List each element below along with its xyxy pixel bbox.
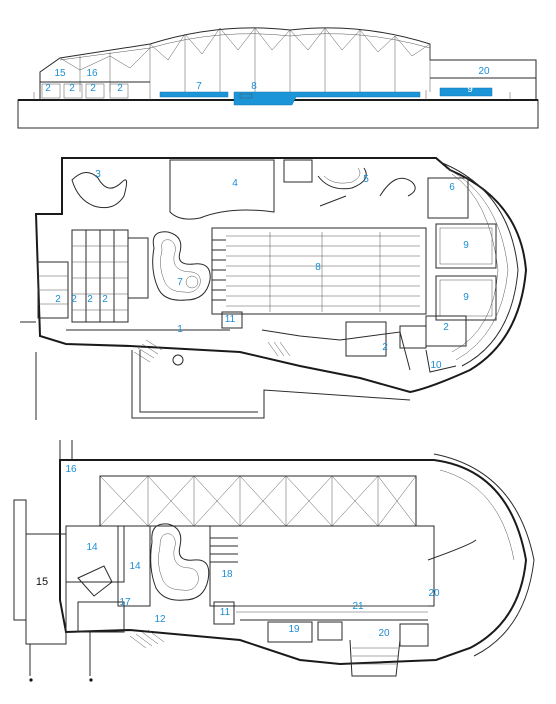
gf-leisure-pool-7 <box>152 231 211 301</box>
gf-label-2: 2 <box>102 294 108 305</box>
gf-zone-3 <box>71 172 128 209</box>
gf-pool-8-lanes <box>226 232 420 312</box>
uf-starting-blocks <box>210 537 238 563</box>
section-label-2: 2 <box>45 83 51 94</box>
gf-label-3: 3 <box>95 169 101 180</box>
gf-entrance-turnstile <box>172 354 184 366</box>
gf-label-2: 2 <box>55 294 61 305</box>
section-label-15: 15 <box>54 68 66 79</box>
ground-floor-plan <box>20 157 528 420</box>
section-pool-small <box>439 87 493 97</box>
gf-label-7: 7 <box>177 277 183 288</box>
gf-label-2: 2 <box>443 322 449 333</box>
section-pool-leisure <box>159 91 229 98</box>
gf-south-rooms <box>66 311 467 373</box>
gf-pool-8-frame <box>211 227 427 315</box>
gf-slide-5 <box>317 167 367 190</box>
gf-label-9: 9 <box>463 240 469 251</box>
gf-site-lines <box>20 321 411 420</box>
gf-label-9: 9 <box>463 292 469 303</box>
uf-roof-grid <box>99 475 417 527</box>
section-roof-inner <box>59 33 431 61</box>
uf-label-19: 19 <box>288 624 300 635</box>
uf-south-rooms <box>240 619 429 677</box>
section-label-7: 7 <box>196 81 202 92</box>
gf-starting-blocks <box>212 239 226 301</box>
section-label-8: 8 <box>251 81 257 92</box>
gf-label-2: 2 <box>71 294 77 305</box>
uf-label-18: 18 <box>221 569 233 580</box>
uf-marker-dot <box>89 678 93 682</box>
uf-site-lines <box>29 440 91 676</box>
uf-west-rooms <box>13 499 151 645</box>
gf-changing-rooms <box>37 229 149 323</box>
gf-label-6: 6 <box>449 182 455 193</box>
gf-label-11: 11 <box>224 314 236 325</box>
uf-leisure-pool-outline <box>150 523 210 601</box>
section-label-2: 2 <box>69 83 75 94</box>
section-label-2: 2 <box>90 83 96 94</box>
gf-curved-facade-inner <box>439 161 519 367</box>
uf-label-21: 21 <box>352 601 364 612</box>
uf-stairs <box>129 629 165 649</box>
gf-label-2: 2 <box>87 294 93 305</box>
gf-label-10: 10 <box>430 360 442 371</box>
gf-label-4: 4 <box>232 178 238 189</box>
uf-room-11 <box>213 601 235 625</box>
section-label-2: 2 <box>117 83 123 94</box>
uf-corridor <box>236 605 428 613</box>
uf-label-12: 12 <box>154 614 166 625</box>
uf-label-20: 20 <box>378 628 390 639</box>
uf-label-17: 17 <box>119 597 131 608</box>
uf-label-14: 14 <box>129 561 141 572</box>
uf-marker-dot <box>29 678 33 682</box>
gf-room-6 <box>427 177 469 219</box>
uf-gallery-edge <box>427 539 477 561</box>
gf-outer-wall <box>34 157 528 394</box>
section-label-16: 16 <box>86 68 98 79</box>
gf-label-8: 8 <box>315 262 321 273</box>
section-label-9: 9 <box>467 84 473 95</box>
section-label-20: 20 <box>478 66 490 77</box>
section-figures <box>33 90 511 100</box>
gf-pool-9-upper <box>435 223 497 269</box>
uf-label-11: 11 <box>219 607 231 618</box>
gf-stairs <box>133 339 291 363</box>
gf-label-5: 5 <box>363 174 369 185</box>
uf-label-20: 20 <box>428 588 440 599</box>
section-pool-main <box>233 91 421 106</box>
uf-curved-facade-outer <box>433 453 535 657</box>
section-roof-trusses <box>59 27 431 92</box>
uf-pool-void <box>209 525 435 607</box>
gf-label-1: 1 <box>177 324 183 335</box>
gf-label-2: 2 <box>382 342 388 353</box>
uf-label-16: 16 <box>65 464 77 475</box>
gf-room-4 <box>169 159 275 220</box>
uf-label-14: 14 <box>86 542 98 553</box>
building-section <box>17 27 539 129</box>
uf-outer-wall <box>59 459 528 666</box>
uf-label-15: 15 <box>35 576 49 588</box>
uf-room-12-core <box>77 601 125 633</box>
upper-floor-plan <box>13 440 535 682</box>
